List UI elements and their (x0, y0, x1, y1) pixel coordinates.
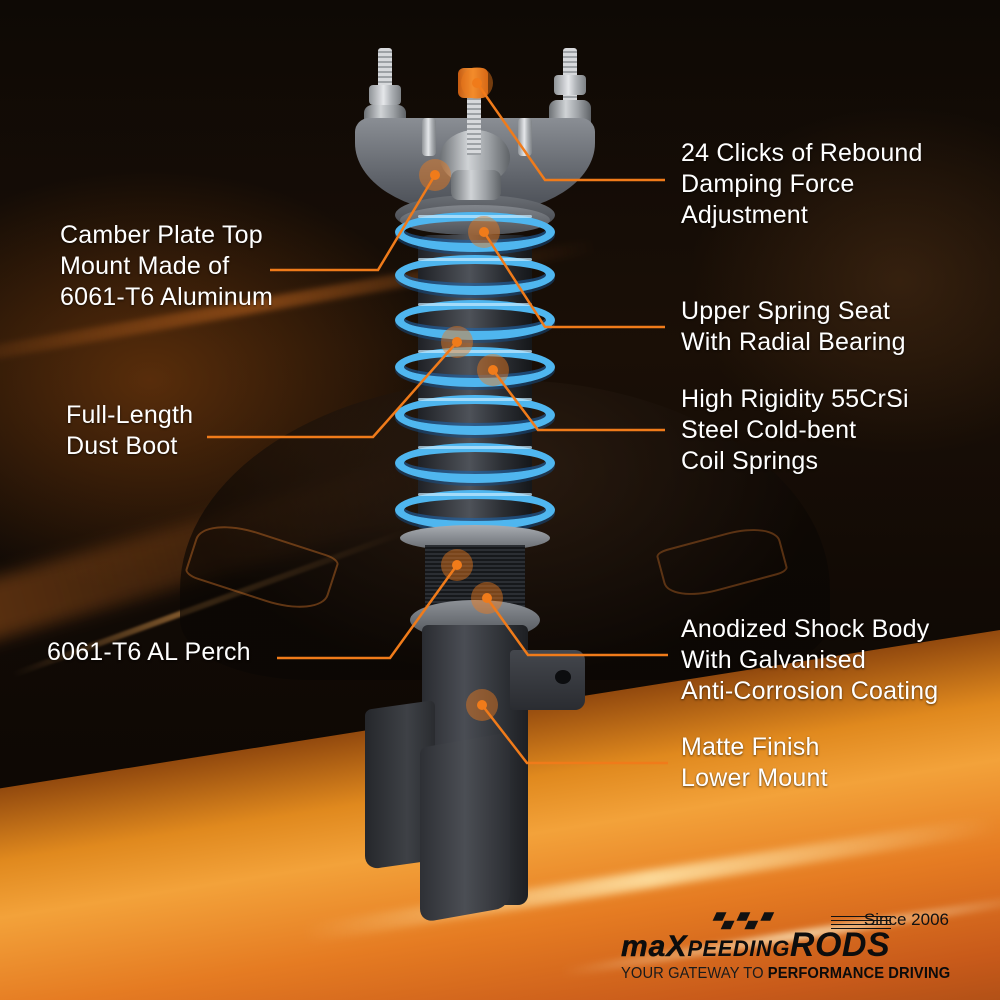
callout-text-line: Adjustment (681, 201, 809, 229)
callout-dust-boot: Full-Length Dust Boot (66, 400, 193, 462)
callout-text-line: Camber Plate Top (60, 221, 263, 249)
callout-dot-icon (482, 593, 492, 603)
callout-lower-mount: Matte Finish Lower Mount (681, 732, 828, 794)
callout-text-line: Steel Cold-bent (681, 416, 857, 444)
callout-shock-body (471, 582, 668, 657)
callout-leader-line (207, 341, 458, 439)
callout-perch: 6061-T6 AL Perch (47, 637, 251, 668)
callout-text-line: Damping Force (681, 170, 855, 198)
callout-camber-plate: Camber Plate Top Mount Made of 6061-T6 A… (60, 220, 273, 313)
callout-text-line: Upper Spring Seat (681, 297, 891, 325)
callout-text-line: With Galvanised (681, 646, 867, 674)
callout-leader-line (270, 174, 437, 272)
callout-leader-line (492, 369, 665, 432)
callout-dot-icon (477, 700, 487, 710)
callout-lower-mount (466, 689, 668, 765)
callout-upper-spring-seat (468, 216, 665, 329)
callout-text-line: 24 Clicks of Rebound (681, 139, 923, 167)
callout-text-line: 6061-T6 Aluminum (60, 283, 274, 311)
callout-rebound (461, 67, 665, 182)
speed-lines-icon (831, 916, 891, 930)
callout-rebound-damping: 24 Clicks of Rebound Damping Force Adjus… (681, 138, 923, 231)
callout-leader-line (481, 704, 668, 765)
callout-text-line: Lower Mount (681, 764, 828, 792)
callout-dot-icon (479, 227, 489, 237)
brand-wordmark-max: maX (621, 930, 688, 964)
callout-dot-icon (472, 78, 482, 88)
callout-text-line: Anodized Shock Body (681, 615, 930, 643)
callout-text-line: With Radial Bearing (681, 328, 906, 356)
callout-dot-icon (488, 365, 498, 375)
brand-logo: ▀▄▀▄▀ Since 2006 maXPEEDINGRODS YOUR GAT… (621, 910, 951, 982)
tagline-bold: PERFORMANCE DRIVING (767, 965, 951, 982)
callout-dust-boot (207, 326, 473, 439)
callout-leader-line (475, 82, 665, 182)
tagline-plain: YOUR GATEWAY TO (621, 965, 768, 982)
callout-text-line: 6061-T6 AL Perch (47, 638, 251, 666)
callout-text-line: Dust Boot (66, 432, 178, 460)
callout-dot-icon (430, 170, 440, 180)
callout-text-line: Matte Finish (681, 733, 820, 761)
callout-leader-line (482, 231, 665, 329)
callout-text-line: Mount Made of (60, 252, 230, 280)
callout-shock-body: Anodized Shock Body With Galvanised Anti… (681, 614, 938, 707)
brand-wordmark-rods: RODS (789, 926, 891, 964)
callout-leader-line (277, 564, 459, 660)
callout-coil-springs (477, 354, 665, 432)
callout-leader-line (485, 597, 668, 657)
callout-camber-plate (270, 159, 451, 272)
callout-dot-icon (452, 560, 462, 570)
callout-dot-icon (452, 337, 462, 347)
brand-wordmark-peeding: PEEDING (687, 936, 790, 961)
callout-upper-spring-seat: Upper Spring Seat With Radial Bearing (681, 296, 906, 358)
callout-perch (277, 549, 473, 660)
callout-text-line: Coil Springs (681, 447, 819, 475)
brand-since: Since 2006 (863, 910, 949, 929)
callout-text-line: High Rigidity 55CrSi (681, 385, 909, 413)
callout-coil-springs: High Rigidity 55CrSi Steel Cold-bent Coi… (681, 384, 909, 477)
brand-wordmark: maXPEEDINGRODS (621, 926, 890, 965)
brand-tagline: YOUR GATEWAY TO PERFORMANCE DRIVING (621, 965, 950, 983)
callout-text-line: Full-Length (66, 401, 194, 429)
callout-text-line: Anti-Corrosion Coating (681, 677, 939, 705)
